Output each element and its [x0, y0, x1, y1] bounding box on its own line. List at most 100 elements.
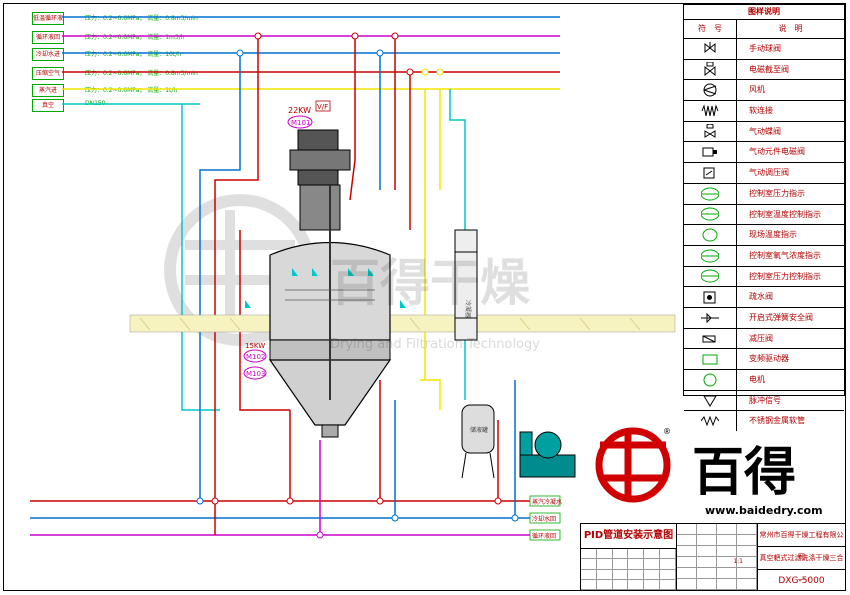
legend-row: 现场温度指示 — [684, 225, 844, 246]
pipe-spec-circ-return: 压力：0.2~0.6MPa； 流量：1m3/h — [85, 34, 185, 41]
legend-desc: 风机 — [749, 85, 765, 95]
legend-desc: 不锈钢金属软管 — [749, 416, 805, 426]
pipe-label-low-temp-in: 低温循环液进 — [32, 12, 64, 25]
legend-row: 控制室压力控制指示 — [684, 266, 844, 288]
legend-desc: 现场温度指示 — [749, 230, 797, 240]
legend-row: 手动球阀 — [684, 39, 844, 60]
legend-row: 软连接 — [684, 101, 844, 122]
bottom-pipe-label-condensate: 蒸汽冷凝水 — [532, 498, 562, 506]
legend-desc: 开启式弹簧安全阀 — [749, 312, 813, 322]
legend-desc: 气动蝶阀 — [749, 126, 781, 136]
baide-logo-name: 百得 — [692, 443, 796, 503]
legend-row: 电磁截至阀 — [684, 59, 844, 81]
project-name: 真空耙式过滤洗涤干燥三合一 — [758, 547, 845, 584]
motor-side-id-1: M102 — [246, 353, 265, 361]
legend-row: 气动调压阀 — [684, 163, 844, 184]
receiver-text: 储液罐 — [470, 426, 488, 434]
legend-row: 气动元件电磁阀 — [684, 142, 844, 164]
legend-desc: 脉冲信号 — [749, 395, 781, 405]
condenser-text: 冷凝器 — [464, 300, 472, 318]
legend-row: 电机 — [684, 370, 844, 391]
legend-desc: 气动元件电磁阀 — [749, 147, 805, 157]
baide-logo-mark — [595, 427, 671, 503]
manual-ball-valve-icon — [684, 39, 737, 59]
legend-desc: 变频驱动器 — [749, 354, 789, 364]
motor-side-icon-1 — [243, 349, 267, 363]
filter-dryer-vessel — [268, 129, 392, 438]
legend-desc: 控制室氧气浓度指示 — [749, 250, 821, 260]
floor-slab — [129, 314, 676, 333]
vertical-risers — [181, 36, 516, 535]
motor-top-icon — [287, 115, 313, 129]
legend-row: 脉冲信号 — [684, 390, 844, 412]
bottom-pipe-label-circ-return: 循环液回 — [532, 532, 556, 540]
pipe-label-compressed-air: 压缩空气 — [32, 67, 64, 80]
registered-mark: ® — [663, 427, 671, 436]
legend-desc: 控制室温度控制指示 — [749, 209, 821, 219]
legend-row: 控制室温度控制指示 — [684, 204, 844, 226]
drain-valve-icon — [684, 287, 737, 307]
legend-header: 符 号 说 明 — [684, 20, 844, 39]
drawing-scale: 1:1 — [733, 558, 743, 565]
vfd-icon — [684, 349, 737, 369]
watermark-en: Drying and Filtration Technology — [330, 337, 540, 352]
drawing-number: DXG-5000 — [778, 576, 825, 586]
legend-row: 不锈钢金属软管 — [684, 411, 844, 432]
motor-side-power: 15KW — [245, 342, 265, 350]
legend-rows: 手动球阀电磁截至阀风机软连接气动蝶阀气动元件电磁阀气动调压阀控制室压力指示控制室… — [684, 39, 844, 432]
safety-valve-icon — [684, 307, 737, 328]
legend-col-symbol: 符 号 — [684, 20, 737, 38]
legend-desc: 气动调压阀 — [749, 168, 789, 178]
legend-row: 控制室压力指示 — [684, 183, 844, 205]
pressure-control-icon — [684, 266, 737, 287]
approval-grid: 1:1 — [677, 524, 758, 590]
legend-col-desc: 说 明 — [778, 24, 803, 33]
baide-url: www.baidedry.com — [705, 504, 823, 517]
pneumatic-regulating-valve-icon — [684, 163, 737, 183]
pneumatic-solenoid-icon — [684, 142, 737, 163]
bottom-pipe-label-cooling-return: 冷却水回 — [532, 515, 556, 523]
metal-hose-icon — [684, 411, 737, 432]
legend-row: 疏水阀 — [684, 287, 844, 308]
reducing-valve-icon — [684, 328, 737, 349]
legend-desc: 电磁截至阀 — [749, 64, 789, 74]
legend-desc: 手动球阀 — [749, 44, 781, 53]
fan-icon — [684, 80, 737, 101]
legend-title: 图样说明 — [684, 5, 844, 20]
motor-side-icon-2 — [243, 366, 267, 380]
pipe-spec-steam-in: 压力：0.2~0.6MPa； 流量：1t/h — [85, 87, 178, 94]
pressure-indicator-icon — [684, 183, 737, 204]
local-temp-icon — [684, 225, 737, 245]
company-name: 常州市百得干燥工程有限公司 — [758, 524, 845, 561]
pipe-label-cooling-in: 冷却水进 — [32, 48, 64, 61]
pipe-label-steam-in: 蒸汽进 — [32, 84, 64, 97]
legend-desc: 疏水阀 — [749, 292, 773, 302]
watermark-cn: 百得干燥 — [330, 254, 531, 312]
motor-top-id: M101 — [291, 119, 310, 127]
vessel-nozzles — [245, 268, 406, 308]
legend-row: 风机 — [684, 80, 844, 102]
pipe-label-vacuum: 真空 — [32, 99, 64, 112]
drawing-title: PID管道安装示意图 — [581, 524, 676, 549]
legend-row: 减压阀 — [684, 328, 844, 350]
motor-icon — [684, 370, 737, 390]
legend-desc: 控制室压力指示 — [749, 188, 805, 198]
flexible-joint-icon — [684, 101, 737, 121]
pipe-spec-cooling-in: 压力：0.2~0.6MPa； 流量：10t/h — [85, 51, 182, 58]
revision-grid — [581, 549, 676, 590]
motor-side-id-2: M103 — [246, 370, 265, 378]
motor-top-power: 22KW — [288, 106, 311, 115]
condenser — [454, 229, 478, 341]
pneumatic-valve-icon — [684, 121, 737, 142]
pipe-label-circ-return: 循环液回 — [32, 31, 64, 44]
legend-row: 气动蝶阀 — [684, 121, 844, 143]
legend-desc: 控制室压力控制指示 — [749, 271, 821, 281]
drawing-border — [3, 3, 846, 591]
receiver-tank — [461, 404, 495, 479]
legend-row: 变频驱动器 — [684, 349, 844, 370]
pulse-signal-icon — [684, 390, 737, 411]
legend-desc: 减压阀 — [749, 333, 773, 343]
legend-desc: 软连接 — [749, 106, 773, 116]
